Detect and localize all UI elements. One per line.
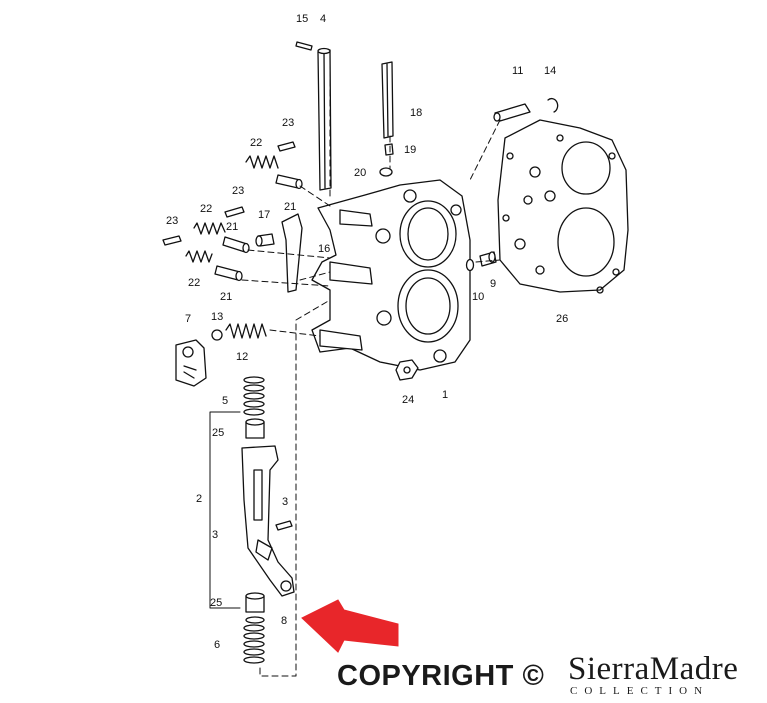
part-label-10: 10 bbox=[472, 291, 484, 303]
part-label-22: 22 bbox=[200, 203, 212, 215]
bolt-part-9 bbox=[479, 251, 497, 267]
part-label-25: 25 bbox=[210, 597, 222, 609]
pin-part-23-c bbox=[162, 235, 182, 246]
housing-part-1 bbox=[311, 179, 471, 371]
part-label-3: 3 bbox=[282, 496, 288, 508]
pin-part-21-c bbox=[214, 265, 243, 282]
part-label-2: 2 bbox=[196, 493, 202, 505]
part-label-6: 6 bbox=[214, 639, 220, 651]
part-label-18: 18 bbox=[410, 107, 422, 119]
part-label-16: 16 bbox=[318, 243, 330, 255]
part-label-25: 25 bbox=[212, 427, 224, 439]
part-label-4: 4 bbox=[320, 13, 326, 25]
gasket-part-26 bbox=[497, 119, 629, 294]
rod-part-18 bbox=[381, 61, 394, 139]
part-label-7: 7 bbox=[185, 313, 191, 325]
part-label-9: 9 bbox=[490, 278, 496, 290]
pin-part-21-a bbox=[275, 174, 303, 190]
pin-part-19 bbox=[384, 143, 394, 156]
brand-subtitle: COLLECTION bbox=[570, 685, 710, 697]
part-label-13: 13 bbox=[211, 311, 223, 323]
bracket-part-7 bbox=[175, 339, 207, 387]
spring-part-22-a bbox=[245, 155, 279, 169]
nut-part-24 bbox=[395, 359, 419, 381]
sleeve-part-11 bbox=[493, 103, 531, 122]
washer-part-8 bbox=[245, 616, 265, 624]
lever-part-16 bbox=[281, 213, 303, 293]
part-label-14: 14 bbox=[544, 65, 556, 77]
rod-part-4 bbox=[317, 47, 332, 191]
part-label-15: 15 bbox=[296, 13, 308, 25]
washer-part-10 bbox=[465, 258, 475, 272]
part-label-1: 1 bbox=[442, 389, 448, 401]
part-label-26: 26 bbox=[556, 313, 568, 325]
copyright-text: COPYRIGHT © bbox=[337, 660, 545, 692]
part-label-19: 19 bbox=[404, 144, 416, 156]
pin-part-23-b bbox=[224, 206, 245, 218]
part-label-21: 21 bbox=[226, 221, 238, 233]
ball-part-20 bbox=[379, 167, 393, 177]
part-label-11: 11 bbox=[512, 65, 523, 77]
part-label-23: 23 bbox=[232, 185, 244, 197]
part-label-21: 21 bbox=[220, 291, 232, 303]
red-arrow-indicator bbox=[301, 599, 399, 653]
cap-part-25-lower bbox=[245, 592, 265, 613]
cap-part-25-upper bbox=[245, 418, 265, 439]
lever-part-2 bbox=[241, 445, 295, 597]
part-label-20: 20 bbox=[354, 167, 366, 179]
spring-part-22-b bbox=[193, 222, 226, 235]
part-label-22: 22 bbox=[250, 137, 262, 149]
pin-part-23-a bbox=[277, 141, 296, 152]
spring-part-6 bbox=[243, 624, 265, 664]
pin-part-3 bbox=[275, 520, 293, 531]
part-label-22: 22 bbox=[188, 277, 200, 289]
part-label-23: 23 bbox=[166, 215, 178, 227]
part-label-3: 3 bbox=[212, 529, 218, 541]
clip-part-14 bbox=[547, 97, 559, 113]
spring-part-12 bbox=[225, 323, 267, 339]
pin-part-21-b bbox=[222, 236, 250, 254]
spring-part-5 bbox=[243, 376, 265, 416]
group-bracket-lines bbox=[209, 299, 331, 677]
bolt-part-17 bbox=[255, 233, 275, 247]
brand-logo: SierraMadre bbox=[568, 651, 739, 687]
part-label-8: 8 bbox=[281, 615, 287, 627]
pin-part-15 bbox=[295, 41, 313, 51]
part-label-5: 5 bbox=[222, 395, 228, 407]
spring-part-22-c bbox=[185, 250, 213, 263]
part-label-21: 21 bbox=[284, 201, 296, 213]
part-label-17: 17 bbox=[258, 209, 270, 221]
ball-part-13 bbox=[211, 329, 223, 341]
part-label-12: 12 bbox=[236, 351, 248, 363]
part-label-23: 23 bbox=[282, 117, 294, 129]
part-label-24: 24 bbox=[402, 394, 414, 406]
assembly-dashed-lines bbox=[241, 49, 501, 337]
